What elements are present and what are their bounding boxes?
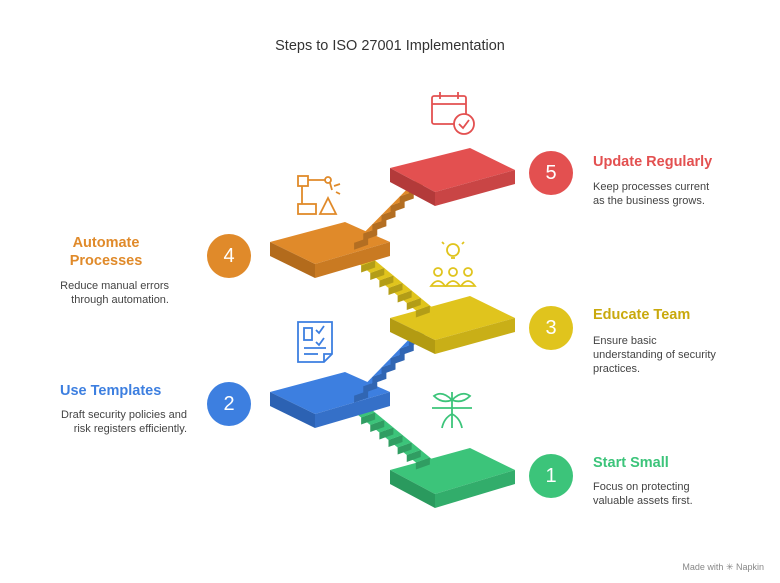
page-title: Steps to ISO 27001 Implementation [275,38,505,54]
stair-riser [381,210,396,222]
stair-riser [399,343,414,356]
step-4-badge: 4 [207,234,251,278]
stair-riser [406,450,421,462]
watermark: Made with ✳ Napkin [682,562,764,572]
stair-riser [372,219,387,232]
step-2-title: Use Templates [60,383,162,399]
stair-riser [354,237,369,250]
calendar-check-icon [431,92,475,135]
stair-riser [354,390,369,403]
stair-riser [363,381,378,394]
step-1-title: Start Small [593,455,669,471]
stair-riser [415,305,430,318]
stair-riser [397,290,412,303]
step-5-title: Update Regularly [593,154,713,170]
stair-riser [388,435,403,447]
stair-riser [381,362,396,375]
platform-2 [270,372,390,428]
platform-5 [390,148,515,206]
platform-3 [390,296,515,354]
stair-riser [397,442,412,455]
checklist-document-icon [297,321,333,363]
stair-riser [370,420,385,432]
stair-riser [372,371,387,384]
stairs-1-2 [352,405,439,470]
stair-riser [361,412,376,425]
stairs-3-4 [352,253,439,318]
stair-riser [415,457,430,470]
step-3-badge: 3 [529,306,573,350]
stair-riser [379,275,394,288]
stair-riser [390,353,405,366]
robot-arm-icon [297,175,341,215]
stair-riser [361,260,376,273]
step-1-badge: 1 [529,454,573,498]
team-idea-icon [429,241,477,287]
platform-4 [270,222,390,278]
step-3-title: Educate Team [593,307,691,323]
stair-riser [388,283,403,295]
stair-riser [406,298,421,310]
step-5-badge: 5 [529,151,573,195]
sprout-icon [432,392,472,429]
stair-riser [363,228,378,241]
stair-riser [390,200,405,213]
stair-riser [370,268,385,280]
stair-riser [379,427,394,440]
stair-riser [399,191,414,204]
platform-1 [390,448,515,508]
step-2-badge: 2 [207,382,251,426]
